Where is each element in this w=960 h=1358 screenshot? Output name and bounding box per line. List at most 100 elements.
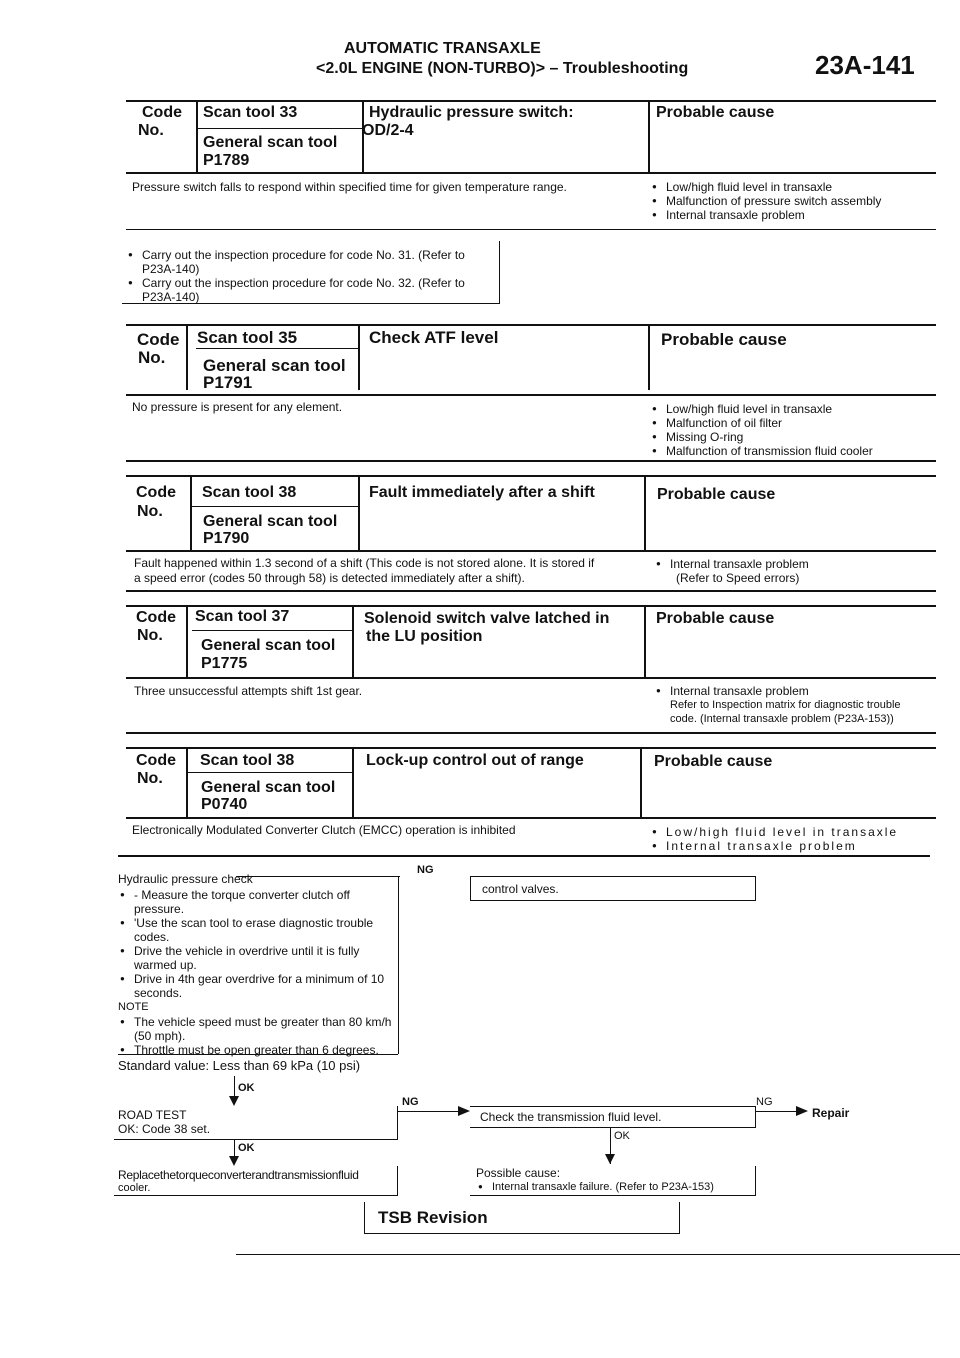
code-label: Code bbox=[136, 609, 176, 626]
section-name: Troubleshooting bbox=[562, 60, 689, 77]
ok-label: OK bbox=[238, 1142, 255, 1154]
page-number: 23A-141 bbox=[815, 50, 915, 80]
code-label: Code bbox=[142, 104, 182, 121]
ok-label: OK bbox=[614, 1130, 630, 1142]
fault-description-1: Fault happened within 1.3 second of a sh… bbox=[134, 556, 595, 570]
ng-label: NG bbox=[417, 864, 434, 876]
section-title: Lock-up control out of range bbox=[366, 752, 584, 769]
replace-box bbox=[114, 1166, 398, 1196]
possible-cause-title: Possible cause: bbox=[476, 1166, 561, 1180]
section-title: Check ATF level bbox=[369, 328, 499, 347]
check-step: 'Use the scan tool to erase diagnostic t… bbox=[120, 916, 396, 944]
fault-description-2: a speed error (codes 50 through 58) is d… bbox=[134, 571, 525, 585]
possible-cause-item: Internal transaxle failure. (Refer to P2… bbox=[478, 1180, 714, 1194]
section-title: Fault immediately after a shift bbox=[369, 484, 595, 501]
cause-list: Internal transaxle problem bbox=[656, 684, 809, 698]
road-test-result: OK: Code 38 set. bbox=[118, 1122, 211, 1136]
check-step: Drive the vehicle in overdrive until it … bbox=[120, 944, 396, 972]
action-item: Carry out the inspection procedure for c… bbox=[128, 248, 494, 276]
ng-label-right: NG bbox=[756, 1096, 773, 1108]
control-valves-box bbox=[470, 876, 756, 901]
road-test-box bbox=[114, 1106, 398, 1140]
manual-title: AUTOMATIC TRANSAXLE bbox=[344, 40, 541, 57]
manual-subtitle: <2.0L ENGINE (NON-TURBO)> – Troubleshoot… bbox=[316, 60, 688, 78]
cause-list: Low/high fluid level in transaxle Malfun… bbox=[652, 180, 881, 222]
cause-item: Low/high fluid level in transaxle bbox=[652, 402, 873, 416]
cause-item: Low/high fluid level in transaxle bbox=[652, 825, 898, 839]
no-label: No. bbox=[137, 770, 163, 787]
cause-item: Internal transaxle problem bbox=[656, 684, 809, 698]
ng-label: NG bbox=[402, 1096, 419, 1108]
general-scan-code: P0740 bbox=[201, 796, 248, 813]
no-label: No. bbox=[137, 627, 163, 644]
probable-cause-header: Probable cause bbox=[654, 753, 773, 770]
general-scan-label: General scan tool bbox=[201, 637, 336, 654]
general-scan-label: General scan tool bbox=[203, 134, 338, 151]
cause-note-2: code. (Internal transaxle problem (P23A-… bbox=[670, 713, 894, 725]
fault-description: No pressure is present for any element. bbox=[132, 400, 343, 414]
scan-tool-code: Scan tool 38 bbox=[202, 484, 297, 501]
possible-cause-box bbox=[470, 1166, 756, 1196]
cause-item: Internal transaxle problem bbox=[652, 839, 898, 853]
cause-list: Low/high fluid level in transaxle Intern… bbox=[652, 825, 898, 853]
fault-description: Pressure switch falls to respond within … bbox=[132, 180, 567, 194]
action-item: Carry out the inspection procedure for c… bbox=[128, 276, 494, 304]
section-title-2: the LU position bbox=[366, 628, 483, 645]
general-scan-code: P1791 bbox=[203, 373, 253, 392]
cause-list: Low/high fluid level in transaxle Malfun… bbox=[652, 402, 873, 458]
standard-value: Standard value: Less than 69 kPa (10 psi… bbox=[118, 1058, 361, 1073]
replace-line-1: Replacethetorqueconverterandtransmission… bbox=[118, 1168, 359, 1182]
check-step: Drive in 4th gear overdrive for a minimu… bbox=[120, 972, 396, 1000]
control-valves: control valves. bbox=[482, 882, 559, 896]
fault-description: Electronically Modulated Converter Clutc… bbox=[132, 823, 516, 837]
scan-tool-code: Scan tool 37 bbox=[195, 608, 290, 625]
general-scan-label: General scan tool bbox=[203, 513, 338, 530]
cause-item: Internal transaxle problem bbox=[652, 208, 881, 222]
cause-item: Missing O-ring bbox=[652, 430, 873, 444]
probable-cause-header: Probable cause bbox=[656, 610, 775, 627]
no-label: No. bbox=[138, 348, 166, 367]
cause-item: Internal transaxle problem bbox=[656, 557, 809, 571]
scan-tool-code: Scan tool 35 bbox=[197, 328, 298, 347]
engine-type: ENGINE (NON-TURBO)> bbox=[361, 60, 546, 77]
scan-tool-code: Scan tool 33 bbox=[203, 104, 298, 121]
code-label: Code bbox=[136, 752, 176, 769]
tsb-box bbox=[364, 1202, 680, 1234]
cause-note: (Refer to Speed errors) bbox=[676, 571, 800, 585]
repair-label: Repair bbox=[812, 1106, 850, 1120]
general-scan-label: General scan tool bbox=[203, 356, 346, 375]
section-title-2: OD/2-4 bbox=[362, 122, 414, 139]
probable-cause-header: Probable cause bbox=[661, 330, 787, 349]
cause-item: Low/high fluid level in transaxle bbox=[652, 180, 881, 194]
code-label: Code bbox=[136, 484, 176, 501]
note-step: Throttle must be open greater than 6 deg… bbox=[120, 1043, 396, 1057]
tsb-revision: TSB Revision bbox=[378, 1208, 488, 1227]
possible-cause-list: Internal transaxle failure. (Refer to P2… bbox=[478, 1180, 714, 1194]
no-label: No. bbox=[137, 503, 163, 520]
check-steps: - Measure the torque converter clutch of… bbox=[120, 888, 396, 1000]
scan-tool-code: Scan tool 38 bbox=[200, 752, 295, 769]
cause-list: Internal transaxle problem bbox=[656, 557, 809, 571]
code-label: Code bbox=[137, 330, 180, 349]
general-scan-code: P1775 bbox=[201, 655, 248, 672]
general-scan-label: General scan tool bbox=[201, 779, 336, 796]
general-scan-code: P1790 bbox=[203, 530, 250, 547]
check-step: - Measure the torque converter clutch of… bbox=[120, 888, 396, 916]
road-test-title: ROAD TEST bbox=[118, 1108, 187, 1122]
note-step: The vehicle speed must be greater than 8… bbox=[120, 1015, 396, 1043]
cause-item: Malfunction of pressure switch assembly bbox=[652, 194, 881, 208]
fault-description: Three unsuccessful attempts shift 1st ge… bbox=[134, 684, 363, 698]
subtitle-dash: – bbox=[549, 60, 559, 77]
fluid-check-box bbox=[470, 1106, 756, 1128]
cause-item: Malfunction of oil filter bbox=[652, 416, 873, 430]
note-steps: The vehicle speed must be greater than 8… bbox=[120, 1015, 396, 1057]
check-title: Hydraulic pressure check bbox=[118, 872, 253, 886]
engine-spec: <2.0L bbox=[316, 60, 358, 77]
cause-item: Malfunction of transmission fluid cooler bbox=[652, 444, 873, 458]
section-title-1: Solenoid switch valve latched in bbox=[364, 610, 610, 627]
probable-cause-header: Probable cause bbox=[656, 104, 775, 121]
check-fluid: Check the transmission fluid level. bbox=[480, 1110, 662, 1124]
cause-note-1: Refer to Inspection matrix for diagnosti… bbox=[670, 699, 901, 711]
probable-cause-header: Probable cause bbox=[657, 486, 776, 503]
ok-label: OK bbox=[238, 1082, 255, 1094]
